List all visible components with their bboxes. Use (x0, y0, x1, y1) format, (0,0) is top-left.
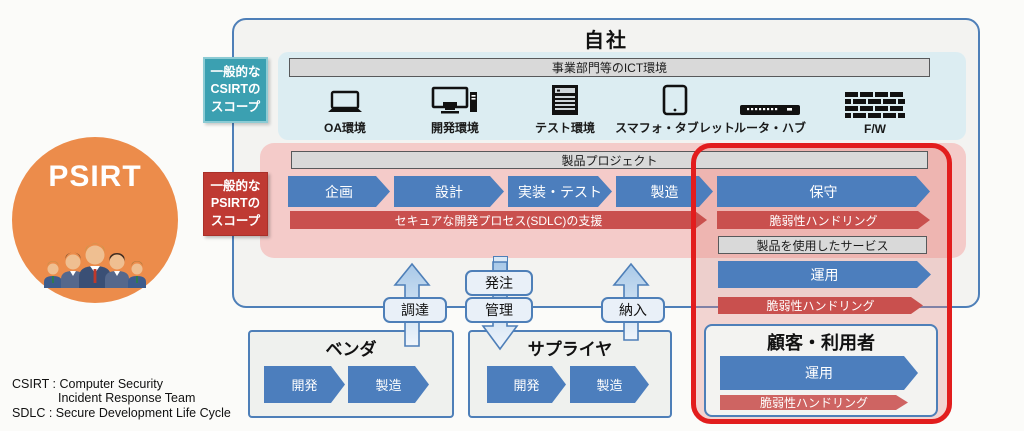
ict-item-router: ルータ・ハブ (730, 84, 810, 136)
service-operation-arrow: 運用 (718, 261, 931, 288)
tablet-icon (662, 82, 688, 116)
vendor-dev-arrow: 開発 (264, 366, 345, 403)
psirt-circle-label: PSIRT (48, 160, 142, 193)
customer-title: 顧客・利用者 (767, 333, 875, 353)
desktop-icon (431, 82, 479, 116)
vuln-handling-arrow-customer: 脆弱性ハンドリング (720, 395, 908, 410)
product-project-header: 製品プロジェクト (291, 151, 928, 169)
phase-design-arrow: 設計 (394, 176, 504, 207)
team-people-icon (44, 243, 146, 288)
psirt-scope-outline (691, 143, 952, 424)
csirt-scope-label: 一般的な CSIRTの スコープ (203, 57, 268, 123)
phase-implement-test-arrow: 実装・テスト (508, 176, 612, 207)
laptop-icon (325, 82, 365, 116)
sdlc-support-banner: セキュアな開発プロセス(SDLC)の支援 (290, 211, 707, 229)
acronym-legend: CSIRT : Computer Security Incident Respo… (12, 377, 231, 421)
legend-line-sdlc: SDLC : Secure Development Life Cycle (12, 405, 231, 420)
order-label-box: 発注 (465, 270, 533, 296)
vendor-mfg-arrow: 製造 (348, 366, 429, 403)
ict-item-mobile: スマフォ・タブレット (608, 84, 742, 136)
customer-operation-arrow: 運用 (720, 356, 918, 390)
ict-item-oa: OA環境 (300, 84, 390, 136)
ict-environment-header: 事業部門等のICT環境 (289, 58, 930, 77)
procurement-label-box: 調達 (383, 297, 447, 323)
psirt-scope-label: 一般的な PSIRTの スコープ (203, 172, 268, 236)
legend-line-csirt: CSIRT : Computer Security (12, 377, 163, 391)
ict-item-test: テスト環境 (520, 84, 610, 136)
server-icon (551, 82, 579, 116)
legend-line-csirt2: Incident Response Team (58, 391, 196, 406)
router-icon (739, 82, 801, 116)
ict-item-dev: 開発環境 (410, 84, 500, 136)
vendor-title: ベンダ (325, 340, 377, 359)
manage-label-box: 管理 (465, 297, 533, 323)
product-services-header: 製品を使用したサービス (718, 236, 927, 254)
supplier-dev-arrow: 開発 (487, 366, 566, 403)
own-company-title: 自社 (584, 30, 628, 52)
delivery-label-box: 納入 (601, 297, 665, 323)
supplier-title: サプライヤ (527, 340, 613, 359)
vuln-handling-arrow-service: 脆弱性ハンドリング (718, 297, 923, 314)
supplier-mfg-arrow: 製造 (570, 366, 649, 403)
phase-plan-arrow: 企画 (288, 176, 390, 207)
phase-maintain-arrow: 保守 (717, 176, 930, 207)
firewall-icon (844, 85, 906, 119)
phase-manufacture-arrow: 製造 (616, 176, 713, 207)
ict-item-fw: F/W (835, 84, 915, 136)
vuln-handling-arrow-project: 脆弱性ハンドリング (717, 211, 930, 229)
